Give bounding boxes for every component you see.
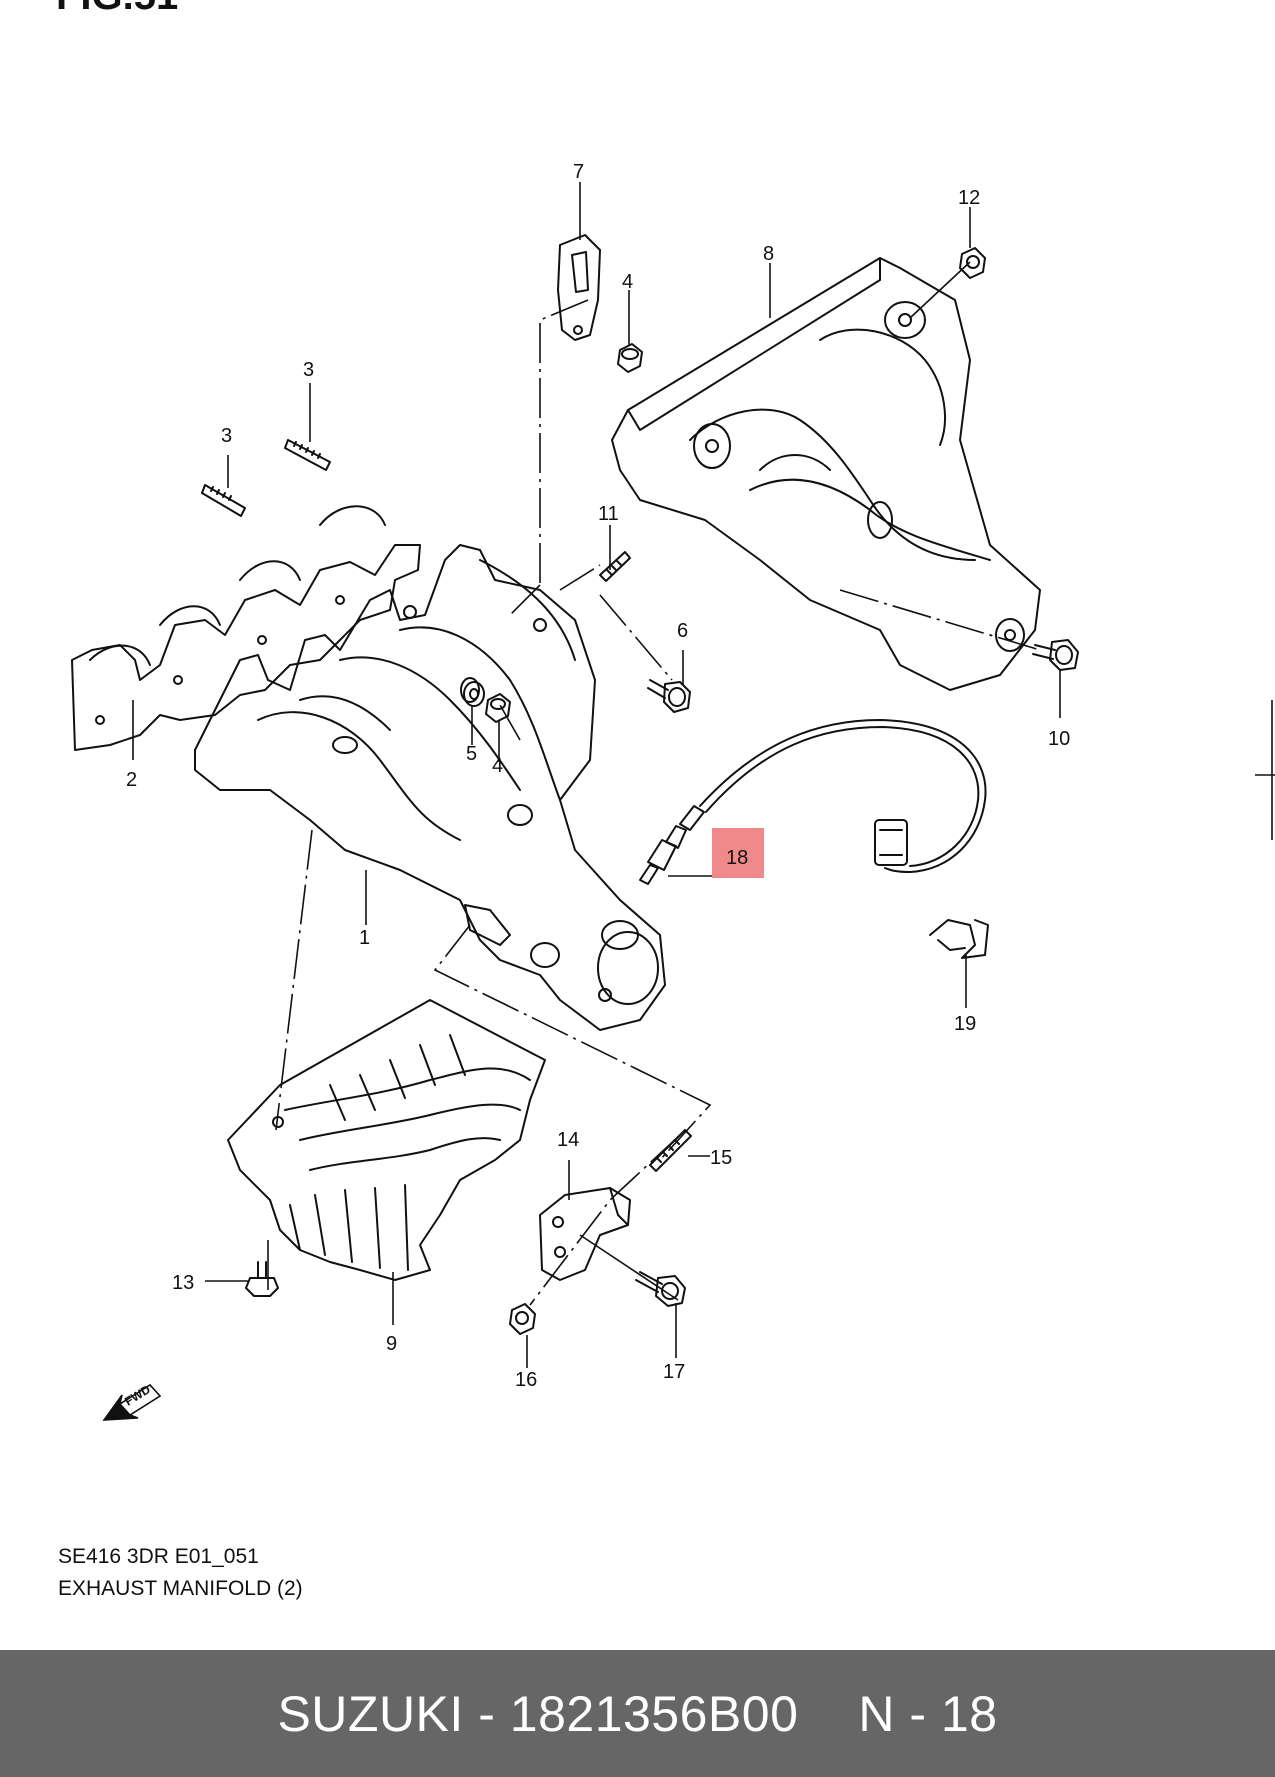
heat-shield-lower <box>227 999 546 1281</box>
edge-mark <box>1255 700 1275 840</box>
stud-15 <box>649 1129 692 1172</box>
nut-4-top <box>617 343 643 373</box>
diagram-name: EXHAUST MANIFOLD (2) <box>58 1577 303 1600</box>
callout-11: 11 <box>598 503 619 525</box>
footer-bar: SUZUKI - 1821356B00 N - 18 <box>0 1650 1275 1777</box>
callout-8: 8 <box>763 243 774 265</box>
callout-18-highlight <box>712 828 764 878</box>
nut-16 <box>509 1303 536 1335</box>
clip-19 <box>929 919 989 959</box>
bracket-7 <box>557 234 601 341</box>
callout-14: 14 <box>557 1129 579 1151</box>
diagram-code: SE416 3DR E01_051 <box>58 1545 259 1568</box>
callout-4-lower: 4 <box>492 755 503 777</box>
callout-2: 2 <box>126 769 137 791</box>
bolt-17 <box>635 1271 686 1307</box>
callout-17: 17 <box>663 1361 685 1383</box>
bolt-13 <box>245 1261 279 1297</box>
callout-19: 19 <box>954 1013 976 1035</box>
callout-3-lower: 3 <box>221 425 232 447</box>
callout-10: 10 <box>1048 728 1070 750</box>
bolt-10 <box>1032 639 1079 671</box>
fwd-arrow-icon: FWD <box>102 1382 162 1421</box>
callout-6: 6 <box>677 620 688 642</box>
callout-3-upper: 3 <box>303 359 314 381</box>
callout-7: 7 <box>573 161 584 183</box>
nut-4-mid <box>485 693 511 723</box>
stud-3-a <box>284 439 331 471</box>
callout-18: 18 <box>726 847 748 869</box>
manifold-gasket <box>71 505 421 751</box>
stud-11 <box>599 551 631 582</box>
callout-15: 15 <box>710 1147 732 1169</box>
footer-brand: SUZUKI <box>277 1685 464 1742</box>
callout-5: 5 <box>466 743 477 765</box>
callout-labels: 1 2 3 3 4 4 5 6 7 8 9 10 11 12 13 14 15 … <box>126 161 1070 1391</box>
assembly-guide-lines <box>275 299 1041 1306</box>
callout-4-upper: 4 <box>622 271 633 293</box>
callout-1: 1 <box>359 927 370 949</box>
footer-part-number: 1821356B00 <box>509 1685 799 1742</box>
callout-9: 9 <box>386 1333 397 1355</box>
washer-5 <box>463 681 485 707</box>
leader-lines <box>132 182 1061 1368</box>
callout-12: 12 <box>958 187 980 209</box>
heat-shield-upper <box>611 257 1041 691</box>
footer-dash: - <box>478 1685 496 1742</box>
callout-16: 16 <box>515 1369 537 1391</box>
exhaust-manifold <box>194 544 666 1031</box>
oxygen-sensor <box>639 719 987 885</box>
stud-3-b <box>201 484 246 517</box>
bolt-6 <box>647 679 691 713</box>
exploded-parts-diagram: FWD <box>71 161 1275 1421</box>
nut-12 <box>959 247 986 279</box>
callout-13: 13 <box>172 1272 194 1294</box>
figure-title: FIG.51 <box>56 0 178 19</box>
footer-ref: N - 18 <box>858 1685 998 1742</box>
